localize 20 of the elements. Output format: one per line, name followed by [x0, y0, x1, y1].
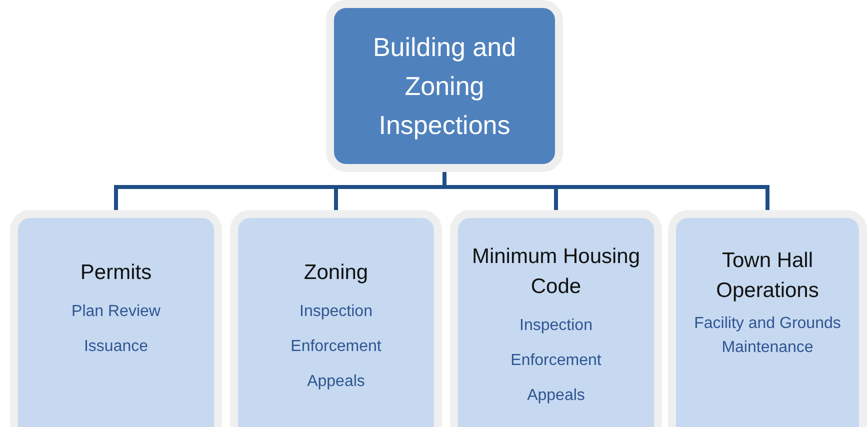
connector-line — [442, 172, 770, 210]
duty-item: Inspection — [300, 302, 372, 322]
department-title: Zoning — [304, 260, 368, 286]
duty-item: Plan Review — [72, 302, 160, 322]
duty-item: Appeals — [307, 372, 365, 392]
duty-item: Inspection — [520, 316, 592, 336]
duty-item: Enforcement — [510, 351, 602, 371]
department-box — [10, 210, 222, 427]
department-box — [668, 210, 867, 427]
department-box — [230, 210, 442, 427]
duty-item: Facility and Grounds Maintenance — [693, 314, 842, 358]
duty-item: Issuance — [84, 337, 148, 357]
department-title: Permits — [80, 260, 152, 286]
department-title: Town Hall Operations — [715, 248, 820, 304]
department-title: Minimum Housing Code — [470, 244, 642, 300]
root-box — [326, 0, 563, 172]
root-title: Building and Zoning Inspections — [372, 30, 518, 142]
duty-item: Enforcement — [290, 337, 382, 357]
department-box — [450, 210, 662, 427]
duty-item: Appeals — [527, 386, 585, 406]
